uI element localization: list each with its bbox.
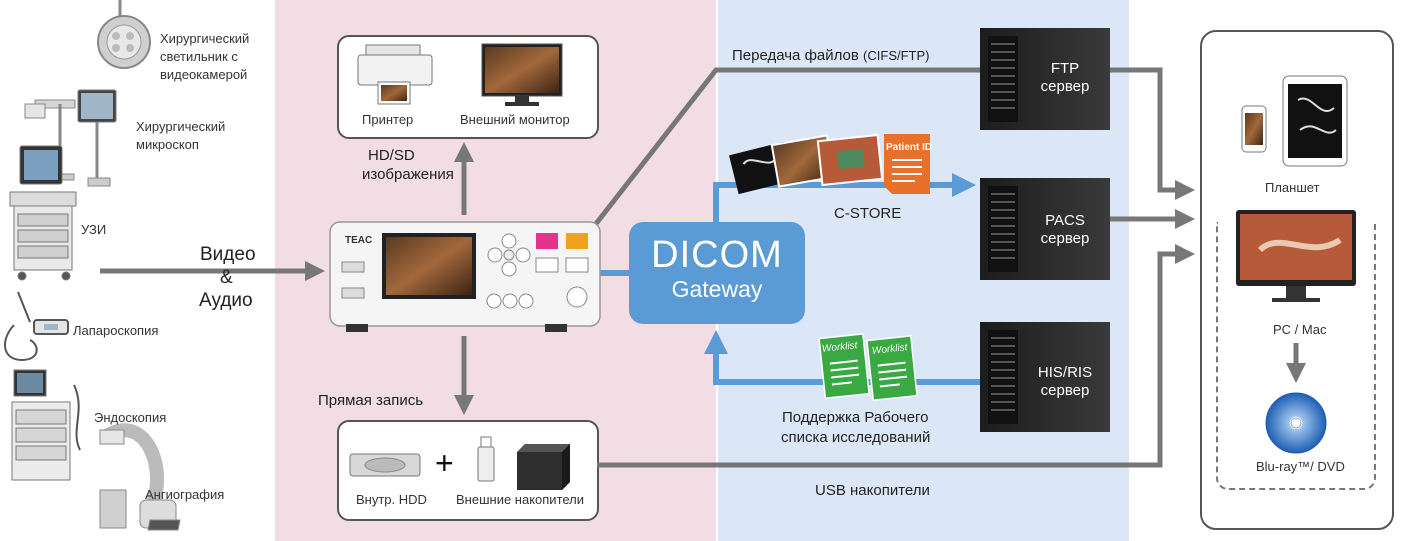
patient-id-text: Patient ID [886,142,933,153]
recorder-brand: TEAC [345,235,373,246]
arrow-ftp-to-tablet [1110,67,1195,200]
his-line1: HIS/RIS [1037,364,1093,381]
label-internal-hdd: Внутр. HDD [356,492,427,507]
gray-arrows [100,67,1306,468]
plus-sign: + [435,445,454,481]
surgical-light-image [97,0,151,69]
pacs-line1: PACS [1045,212,1085,229]
ultrasound-image [9,145,77,281]
label-printer: Принтер [362,112,414,127]
label-direct-recording: Прямая запись [318,392,424,409]
label-images: изображения [362,166,454,183]
external-monitor-image [481,43,563,106]
file-transfer-main: Передача файлов [732,47,859,64]
label-pc-mac: PC / Mac [1273,322,1327,337]
file-transfer-proto: (CIFS/FTP) [863,48,930,63]
dicom-subtitle: Gateway [671,276,763,302]
label-laparoscopy: Лапароскопия [73,323,159,338]
worklist-doc-1 [818,333,870,400]
label-external-monitor: Внешний монитор [460,112,570,127]
label-ultrasound: УЗИ [81,222,107,237]
phone-image [1241,105,1267,153]
label-c-store: C-STORE [834,205,902,222]
label-worklist-line2: списка исследований [781,429,931,446]
label-microscope: Хирургический микроскоп [136,119,226,152]
label-external-storage: Внешние накопители [456,492,585,507]
angiography-image [99,423,181,531]
label-video-line3: Аудио [199,290,253,311]
label-disc: Blu-ray™/ DVD [1256,459,1345,474]
c-store-images [728,133,884,195]
his-line2: сервер [1040,382,1090,399]
usb-stick-image [477,436,495,482]
label-endoscopy: Эндоскопия [94,410,167,425]
server-his-ris [980,322,1110,432]
label-usb: USB накопители [815,482,930,499]
arrow-usb-to-pc [597,244,1195,468]
worklist-doc-2 [866,335,918,402]
label-video-line1: Видео [200,244,256,265]
laparoscopy-image [4,291,69,362]
external-drive-image [517,444,570,490]
label-video-line2: & [220,267,233,288]
disc-image [1265,392,1327,454]
ftp-line2: сервер [1040,78,1090,95]
tablet-image [1282,75,1348,167]
label-worklist-line1: Поддержка Рабочего [782,409,929,426]
endoscopy-image [11,369,81,481]
dicom-gateway-box: DICOM Gateway [629,222,805,324]
label-surgical-light: Хирургический светильник с видеокамерой [160,31,250,82]
label-tablet: Планшет [1265,180,1320,195]
pacs-line2: сервер [1040,230,1090,247]
label-hd-sd: HD/SD [368,147,415,164]
pacs-server-label: PACS сервер [1022,212,1108,248]
patient-id-doc [884,134,930,194]
his-ris-server-label: HIS/RIS сервер [1022,364,1108,400]
ftp-server-label: FTP сервер [1022,60,1108,96]
clients-inner-dashed [1216,222,1376,490]
server-ftp [980,28,1110,130]
label-angiography: Ангиография [145,487,225,502]
pc-monitor-image [1236,210,1356,302]
ftp-line1: FTP [1050,60,1080,77]
printer-image [357,44,433,105]
hdd-image [349,453,421,477]
recorder-image [329,221,601,332]
dicom-title: DICOM [651,234,783,276]
arrow-file-transfer [593,67,980,227]
label-file-transfer: Передача файлов (CIFS/FTP) [732,46,929,65]
server-pacs [980,178,1110,280]
